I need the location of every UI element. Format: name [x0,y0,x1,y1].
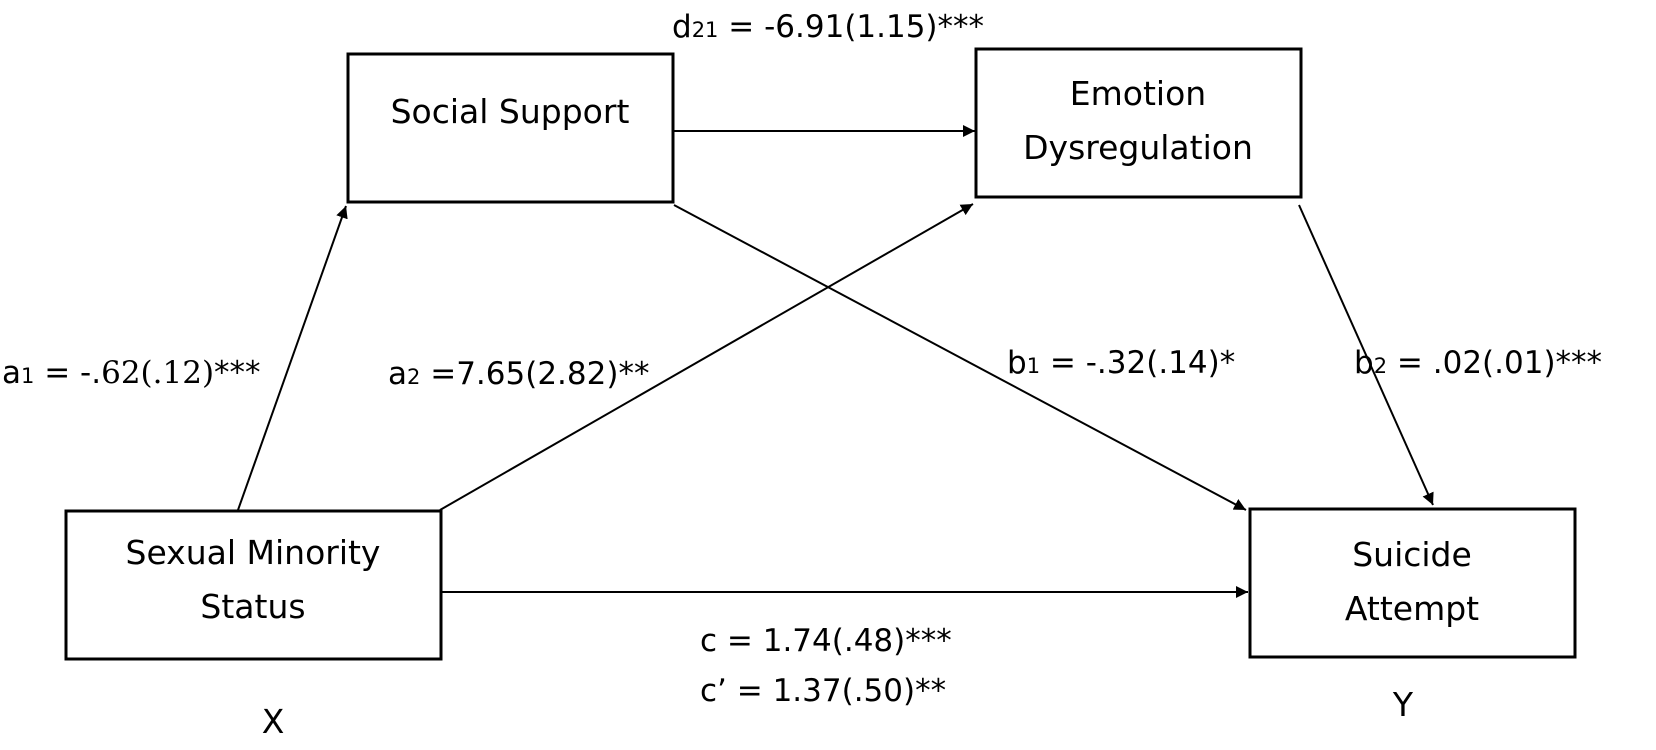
path-a2-label: a2 =7.65(2.82)** [388,356,649,392]
path-a1-name: a [2,355,21,391]
node-sexual-minority-status-line1: Sexual Minority [126,533,381,572]
path-b2-label: b2 = .02(.01)*** [1354,345,1602,381]
node-suicide-attempt-line2: Attempt [1345,589,1479,628]
node-suicide-attempt-line1: Suicide [1352,535,1472,574]
path-a1-value: 62(.12) [101,355,214,391]
path-a1-label: a1 = -.62(.12)*** [2,355,261,391]
path-a2-subscript: 2 [407,365,420,389]
path-b1-value: = -.32(.14)* [1040,345,1235,381]
variable-x-label: X [262,702,285,741]
path-b1-label: b1 = -.32(.14)* [1007,345,1235,381]
path-a1-sig: *** [214,355,261,391]
path-c-prime-label: c’ = 1.37(.50)** [700,673,946,709]
path-a1-subscript: 1 [21,364,34,388]
path-d21-subscript: 21 [692,18,719,42]
node-suicide-attempt: Suicide Attempt [1248,507,1577,659]
node-emotion-dysregulation: Emotion Dysregulation [974,47,1303,199]
path-b2-subscript: 2 [1374,354,1387,378]
path-c-label: c = 1.74(.48)*** [700,623,952,659]
path-d21-label: d21 = -6.91(1.15)*** [672,9,984,45]
node-emotion-dysregulation-line1: Emotion [1070,74,1206,113]
path-a2-name: a [388,356,407,392]
variable-y-label: Y [1392,685,1414,724]
path-a1-equals: = -. [34,355,101,391]
path-d21-value: = -6.91(1.15)*** [718,9,984,45]
edge-b2-arrow [1298,204,1434,506]
node-sexual-minority-status: Sexual Minority Status [64,509,443,661]
edge-a1-arrow [237,205,348,511]
path-b2-name: b [1354,345,1374,381]
edge-a2-arrow [439,203,974,511]
node-sexual-minority-status-line2: Status [200,587,305,626]
edge-b1-arrow [673,204,1247,511]
path-b2-value: = .02(.01)*** [1387,345,1602,381]
node-social-support: Social Support [346,52,675,204]
node-social-support-label: Social Support [391,92,630,131]
path-a2-value: =7.65(2.82)** [420,356,649,392]
node-emotion-dysregulation-line2: Dysregulation [1023,128,1253,167]
path-d21-name: d [672,9,692,45]
path-b1-subscript: 1 [1027,354,1040,378]
path-b1-name: b [1007,345,1027,381]
